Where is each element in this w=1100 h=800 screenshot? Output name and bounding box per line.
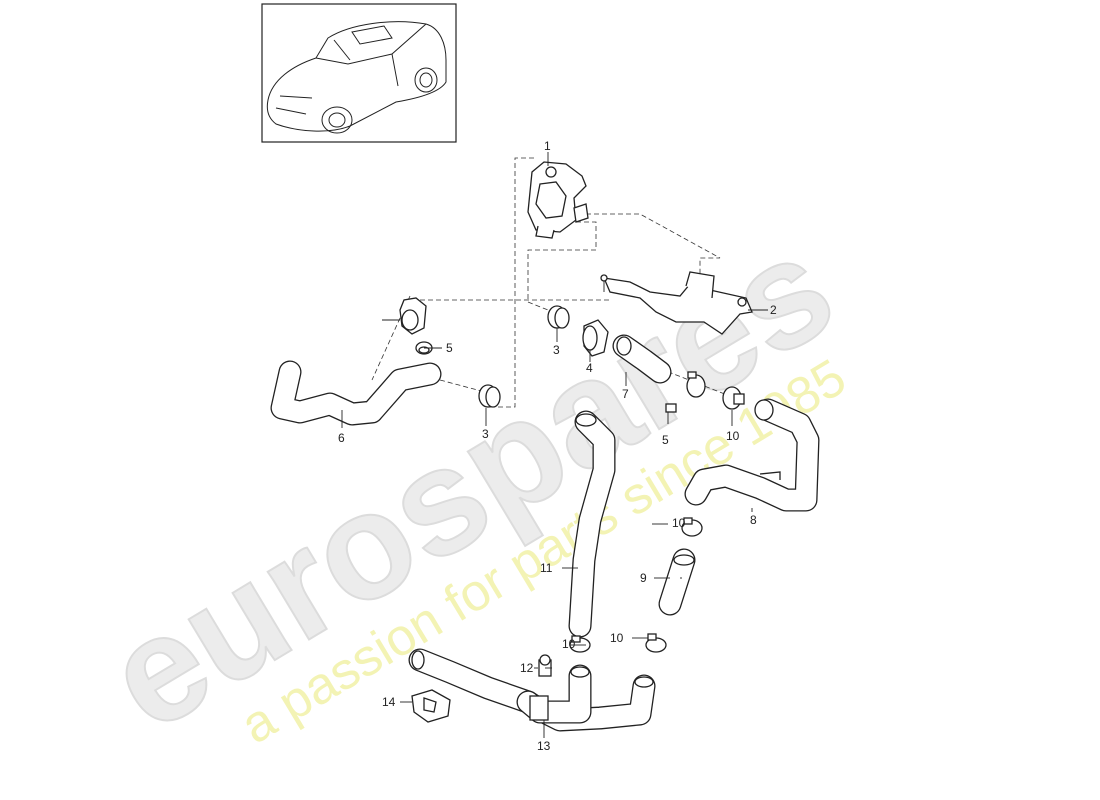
hose-clip-3a	[547, 305, 570, 329]
callout-12: 12	[520, 661, 534, 675]
hose-clip-10b	[681, 517, 703, 537]
hose-clip-6-top	[399, 297, 427, 335]
callout-14: 14	[382, 695, 396, 709]
hose-clip-near-5	[686, 371, 706, 398]
callout-11: 11	[540, 561, 553, 575]
callout-10d: 10	[610, 631, 624, 645]
callout-13: 13	[537, 739, 551, 753]
callout-1: 1	[544, 139, 551, 153]
callout-ticks	[382, 319, 670, 669]
callout-10b: 10	[672, 516, 686, 530]
callout-5a: 5	[446, 341, 453, 355]
callout-7: 7	[622, 387, 629, 401]
callout-labels: 1 2 3 3 4 5 5 6 7 8 9 10 10 10 10 11 12 …	[338, 139, 777, 753]
callout-10c: 10	[562, 637, 576, 651]
callout-3b: 3	[482, 427, 489, 441]
hose-clip-10a	[722, 386, 745, 410]
connector-4	[582, 319, 609, 357]
callout-3a: 3	[553, 343, 560, 357]
short-hose-7	[612, 334, 672, 384]
callout-8: 8	[750, 513, 757, 527]
leader-lines	[341, 152, 768, 738]
hose-6	[270, 360, 442, 426]
callout-4: 4	[586, 361, 593, 375]
callout-9: 9	[640, 571, 647, 585]
mounting-bracket	[600, 271, 753, 335]
hose-11	[568, 410, 616, 638]
grommet-5b	[665, 403, 677, 413]
valve-12	[538, 654, 552, 677]
holder-14	[411, 689, 451, 723]
hose-clip-10d	[645, 633, 667, 653]
car-suv-icon	[266, 21, 447, 134]
hose-8	[684, 398, 820, 512]
callout-6: 6	[338, 431, 345, 445]
y-hose-13	[408, 648, 656, 732]
tube-9	[658, 548, 696, 616]
hose-clip-3b	[478, 384, 501, 408]
auxiliary-pump	[527, 161, 589, 239]
callout-5b: 5	[662, 433, 669, 447]
callout-10a: 10	[726, 429, 740, 443]
callout-2: 2	[770, 303, 777, 317]
vehicle-thumbnail	[261, 3, 457, 143]
